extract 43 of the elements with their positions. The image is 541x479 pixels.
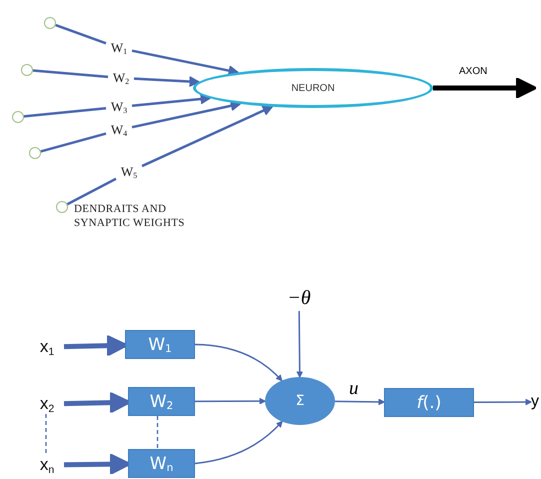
process-box: W$_{n}$ xyxy=(128,449,195,478)
process-box: f(.) xyxy=(384,388,474,417)
connector-line xyxy=(55,24,106,44)
dendrite-end-circle xyxy=(21,64,33,76)
arrow xyxy=(296,311,304,378)
dendrite-end-circle xyxy=(12,111,24,123)
dendrite-end-circle xyxy=(44,17,56,29)
edge-label: u xyxy=(348,379,360,400)
weight-label: W$_{2}$ xyxy=(108,68,134,88)
dashed-line xyxy=(156,416,158,449)
output-label: y xyxy=(531,390,541,414)
process-box: W$_{2}$ xyxy=(128,387,195,416)
caption-text: DENDRAITS AND SYNAPTIC WEIGHTS xyxy=(74,203,186,230)
dendrite-end-circle xyxy=(29,147,41,159)
connector-line xyxy=(32,69,108,78)
dendrite-end-circle xyxy=(56,201,68,213)
arrow xyxy=(134,76,200,88)
connector-line xyxy=(24,107,106,118)
neuron-ellipse: NEURON xyxy=(193,68,433,108)
arrow xyxy=(132,94,212,107)
weight-label: W$_{1}$ xyxy=(106,38,132,58)
input-label: x$_{n}$ xyxy=(30,452,64,478)
arrow xyxy=(433,77,537,99)
arrow xyxy=(194,420,283,464)
summation-circle: Σ xyxy=(265,377,335,425)
threshold-label: −θ xyxy=(282,285,316,311)
arrow xyxy=(194,344,282,382)
arrow xyxy=(195,398,266,404)
input-label: x$_{2}$ xyxy=(30,391,64,417)
weight-label: W$_{4}$ xyxy=(106,120,132,140)
connector-line xyxy=(66,178,117,206)
weight-label: W$_{5}$ xyxy=(116,162,142,182)
connector-line xyxy=(40,132,106,153)
edge-label: AXON xyxy=(457,66,490,77)
process-box: W$_{1}$ xyxy=(125,330,195,359)
dashed-line xyxy=(45,414,47,456)
arrow xyxy=(141,105,274,168)
arrow xyxy=(474,398,532,406)
weight-label: W$_{3}$ xyxy=(106,97,132,117)
arrow xyxy=(132,49,240,76)
arrow xyxy=(334,398,385,406)
input-label: x$_{1}$ xyxy=(30,334,64,360)
arrow xyxy=(132,100,242,128)
